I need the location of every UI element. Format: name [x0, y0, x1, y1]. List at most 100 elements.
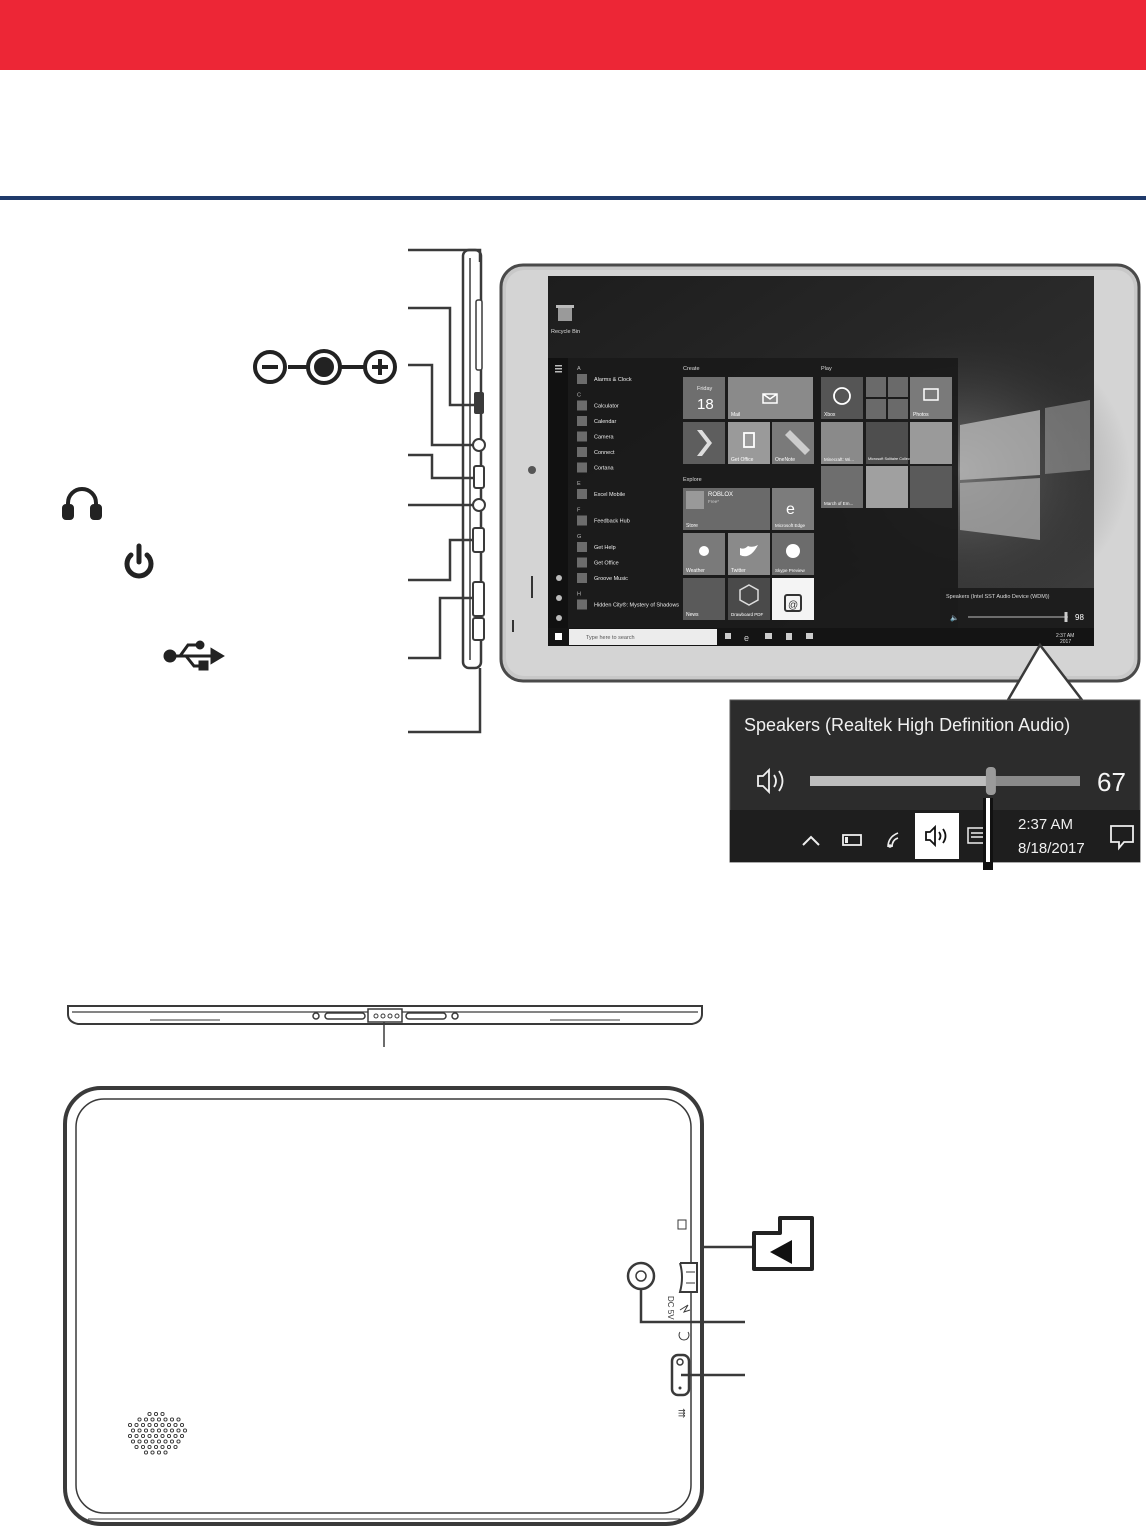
tile-edge[interactable]	[772, 488, 814, 530]
app-list-item[interactable]: Alarms & Clock	[594, 377, 632, 383]
tile-photos-label: Photos	[913, 412, 929, 418]
volume-small-thumb[interactable]	[1064, 612, 1068, 622]
app-list-item[interactable]: Cortana	[594, 466, 615, 472]
tile-game-a[interactable]	[866, 466, 908, 508]
app-list-letter: C	[577, 393, 581, 399]
tile-xbox-label: Xbox	[824, 412, 836, 418]
tile-skype-label: Skype Preview	[775, 568, 806, 573]
recycle-bin-icon	[556, 305, 574, 321]
tile-racing[interactable]	[910, 422, 952, 464]
battery-icon[interactable]	[842, 834, 862, 846]
app-list-item[interactable]: Get Office	[594, 561, 619, 567]
group-header-explore: Explore	[683, 477, 702, 483]
tile-drawboard-label: Drawboard PDF	[731, 612, 764, 617]
action-center-icon[interactable]	[1110, 825, 1134, 851]
grille-hole	[163, 1417, 168, 1422]
tray-volume-button[interactable]	[915, 813, 959, 859]
tile-solitaire[interactable]	[866, 422, 908, 464]
windows-start-icon[interactable]	[555, 633, 562, 640]
tiles-explore: ROBLOX Free* Store e Microsoft Edge Weat…	[683, 488, 814, 620]
app-list-item[interactable]: Feedback Hub	[594, 519, 630, 525]
onenote-icon	[785, 430, 810, 455]
grille-hole	[127, 1433, 133, 1439]
usb-icon	[163, 640, 225, 671]
grille-hole	[143, 1428, 149, 1433]
tray-date-small: 2017	[1060, 639, 1071, 645]
tile-minecraft-label: Minecraft: Wi...	[824, 457, 854, 462]
grille-hole	[156, 1450, 162, 1455]
grille-hole	[163, 1439, 168, 1444]
grille-hole	[173, 1433, 178, 1439]
grille-hole	[150, 1428, 155, 1433]
drawboard-icon	[739, 584, 759, 606]
app-list-item[interactable]: Connect	[594, 450, 615, 456]
power-icon	[124, 543, 154, 579]
tile-get-office[interactable]	[728, 422, 770, 464]
grille-hole	[140, 1444, 146, 1450]
grille-hole	[179, 1433, 185, 1439]
tile-onenote-label: OneNote	[775, 457, 795, 463]
tile-mail-label: Mail	[731, 412, 740, 418]
app-list-icon	[577, 573, 587, 583]
zoom-volume-thumb[interactable]	[985, 767, 996, 795]
grille-hole	[176, 1417, 181, 1422]
tile-calendar[interactable]	[683, 377, 725, 419]
grille-hole	[169, 1439, 175, 1444]
grille-hole	[163, 1428, 168, 1433]
padlock-icon	[784, 594, 802, 612]
wifi-icon[interactable]	[887, 832, 899, 848]
volume-small-level: 98	[1075, 613, 1084, 622]
side-leader-lines	[408, 248, 482, 734]
grille-hole	[173, 1444, 178, 1450]
back-view: DC 5V ⇶	[63, 1086, 704, 1526]
grille-hole	[173, 1422, 178, 1428]
app-list-item[interactable]: Excel Mobile	[594, 492, 625, 498]
twitter-bird-icon	[740, 545, 758, 557]
app-list-letter: A	[577, 366, 581, 372]
tile-lock-app[interactable]	[772, 578, 814, 620]
group-header-play: Play	[821, 366, 832, 372]
tile-news[interactable]	[683, 578, 725, 620]
app-list-item[interactable]: Groove Music	[594, 576, 628, 582]
app-list-item[interactable]: Calendar	[594, 419, 616, 425]
zoom-volume-level: 67	[1097, 767, 1126, 797]
tile-march-of-empires[interactable]	[821, 466, 863, 508]
group-header-create: Create	[683, 366, 700, 372]
grille-hole	[137, 1428, 142, 1433]
grille-hole	[169, 1417, 175, 1422]
grille-hole	[160, 1422, 165, 1428]
app-list-item[interactable]: Get Help	[594, 545, 616, 551]
grille-hole	[156, 1428, 162, 1433]
speaker-grille	[127, 1411, 188, 1455]
grille-hole	[182, 1428, 188, 1433]
tile-game-b[interactable]	[910, 466, 952, 508]
tile-xbox[interactable]	[821, 377, 863, 419]
tile-arrow[interactable]	[683, 422, 725, 464]
front-camera-icon	[528, 466, 536, 474]
grille-hole	[147, 1433, 152, 1439]
headphones-icon	[62, 487, 102, 520]
tile-minecraft[interactable]	[821, 422, 863, 464]
app-list-item[interactable]: Calculator	[594, 404, 619, 410]
tile-get-office-label: Get Office	[731, 457, 754, 463]
app-list-item[interactable]: Camera	[594, 435, 615, 441]
grille-hole	[137, 1439, 142, 1444]
tile-photos[interactable]	[910, 377, 952, 419]
search-box[interactable]	[569, 629, 717, 645]
micro-sd-card-icon	[752, 1216, 814, 1271]
chevron-up-icon[interactable]	[802, 835, 820, 846]
svg-text:e: e	[744, 633, 749, 643]
at-sign-icon: @	[788, 600, 798, 611]
tray-speaker-icon	[925, 824, 947, 848]
volume-zoom-panel: Speakers (Realtek High Definition Audio)…	[729, 699, 1141, 863]
app-list-letter: E	[577, 481, 581, 487]
app-list-icon	[577, 374, 587, 384]
grille-hole	[134, 1422, 139, 1428]
grille-hole	[150, 1417, 155, 1422]
xbox-icon	[833, 387, 851, 405]
back-leader-lines	[639, 1245, 752, 1377]
grille-hole	[153, 1433, 159, 1439]
app-list-item[interactable]: Hidden City®: Mystery of Shadows	[594, 602, 679, 609]
taskbar-app-icons: e	[725, 633, 813, 643]
tray-time: 2:37 AM	[1018, 816, 1073, 833]
